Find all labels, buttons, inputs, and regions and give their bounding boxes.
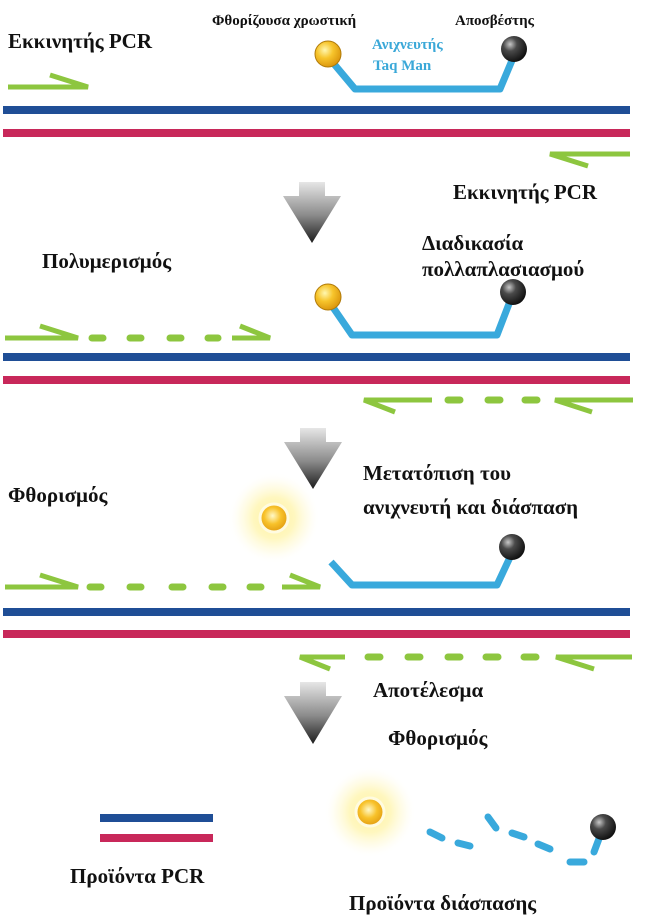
dna-strand-top [3, 353, 630, 361]
taqman-probe [327, 294, 516, 339]
amplification-label-line1: Διαδικασία [422, 231, 524, 255]
cleavage-products-label: Προϊόντα διάσπασης [349, 891, 537, 915]
quencher-icon [499, 534, 525, 560]
displacement-label-line2: ανιχνευτή και διάσπαση [363, 495, 578, 519]
probe-label-line1: Ανιχνευτής [372, 37, 443, 53]
down-arrow-icon [284, 682, 342, 744]
taqman-probe [326, 55, 517, 93]
pcr-products-label: Προϊόντα PCR [70, 864, 205, 888]
polymerization-label: Πολυμερισμός [42, 249, 172, 273]
reverse-primer [549, 151, 630, 169]
step-3-displacement: Φθορισμός Μετατόπιση του ανιχνευτή και δ… [3, 461, 632, 702]
fluorophore-label: Φθορίζουσα χρωστική [212, 13, 356, 29]
quencher-icon [501, 36, 527, 62]
fluorophore-icon [314, 40, 342, 68]
probe-label-line2: Taq Man [373, 58, 432, 74]
reverse-extension-arrowhead [363, 397, 432, 415]
amplification-label-line2: πολλαπλασιασμού [422, 257, 584, 281]
forward-primer [5, 323, 79, 341]
fluorescence-label: Φθορισμός [8, 483, 108, 507]
displacement-label-line1: Μετατόπιση του [363, 461, 511, 485]
forward-extension-arrowhead [232, 323, 271, 341]
dna-strand-bottom [3, 129, 630, 137]
quencher-icon [590, 814, 616, 840]
reverse-extension-arrowhead [299, 654, 345, 672]
result-label: Αποτέλεσμα [373, 678, 483, 702]
forward-primer [8, 72, 89, 90]
step-2-polymerization: Πολυμερισμός Διαδικασία πολλαπλασιασμού [3, 231, 633, 415]
result-fluorescence-label: Φθορισμός [388, 726, 488, 750]
dna-strand-bottom [3, 376, 630, 384]
step-1-annealing: Εκκινητής PCR Φθορίζουσα χρωστική Αποσβέ… [3, 13, 630, 204]
taqman-probe [328, 551, 516, 589]
cleaved-probe-fragments [426, 813, 604, 866]
reverse-primer [554, 397, 633, 415]
quencher-label: Αποσβέστης [455, 13, 535, 29]
reverse-primer [555, 654, 632, 672]
dna-strand-top [3, 608, 630, 616]
step-4-result: Φθορισμός Προϊόντα PCR Προϊόντα διάσπαση… [70, 726, 616, 915]
dna-strand-bottom [3, 630, 630, 638]
reverse-primer-label: Εκκινητής PCR [453, 180, 598, 204]
fluorophore-icon [314, 283, 342, 311]
down-arrow-icon [283, 182, 341, 243]
forward-primer [5, 572, 79, 590]
dna-strand-top [3, 106, 630, 114]
forward-primer-label: Εκκινητής PCR [8, 29, 153, 53]
product-strand-bottom [100, 834, 213, 842]
fluorophore-icon [354, 796, 386, 828]
product-strand-top [100, 814, 213, 822]
down-arrow-icon [284, 428, 342, 489]
forward-extension-arrowhead [282, 572, 321, 590]
fluorophore-icon [258, 502, 290, 534]
quencher-icon [500, 279, 526, 305]
